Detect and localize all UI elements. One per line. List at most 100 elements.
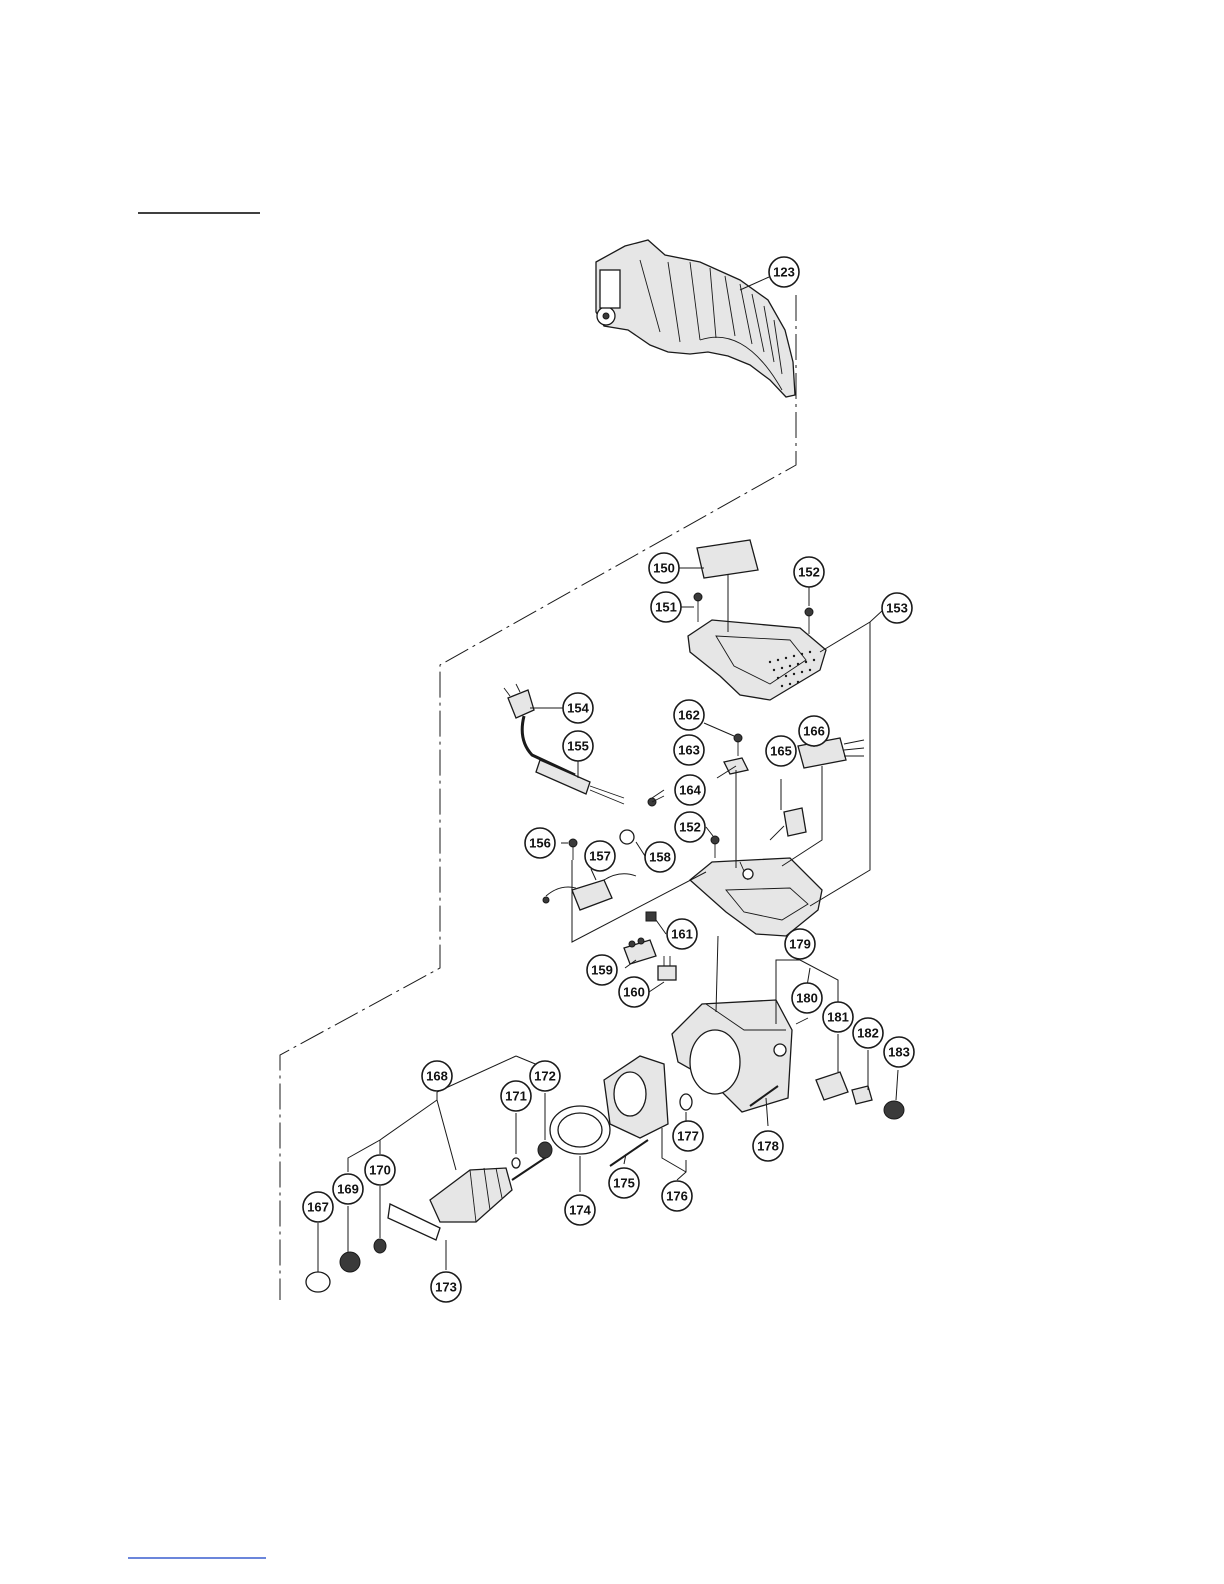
- tail-cap-group-part: [796, 1018, 904, 1119]
- callout-170-label: 170: [369, 1163, 391, 1178]
- brush-plate-173-part: [388, 1204, 440, 1240]
- callout-152-upper: 152: [794, 557, 824, 587]
- washer-170-part: [374, 1239, 386, 1253]
- callout-152-lower: 152: [675, 812, 705, 842]
- callout-170: 170: [365, 1155, 395, 1185]
- callout-179: 179: [785, 929, 815, 959]
- callout-153-label: 153: [886, 601, 908, 616]
- callout-178-label: 178: [757, 1139, 779, 1154]
- capacitor-157-part: [543, 874, 636, 910]
- callout-176: 176: [662, 1181, 692, 1211]
- callout-162-label: 162: [678, 708, 700, 723]
- callout-167: 167: [303, 1192, 333, 1222]
- callout-152-upper-label: 152: [798, 565, 820, 580]
- bearing-172-part: [538, 1142, 552, 1158]
- callout-155-label: 155: [567, 739, 589, 754]
- callout-150: 150: [649, 553, 679, 583]
- callout-174-label: 174: [569, 1203, 591, 1218]
- label-plate-part: [697, 540, 758, 578]
- callout-150-label: 150: [653, 561, 675, 576]
- switch-165-part: [770, 808, 806, 840]
- callout-154: 154: [563, 693, 593, 723]
- callout-157-label: 157: [589, 849, 611, 864]
- callout-160: 160: [619, 977, 649, 1007]
- callout-182-label: 182: [857, 1026, 879, 1041]
- callout-156-label: 156: [529, 836, 551, 851]
- handle-base-part: [690, 858, 822, 936]
- clip-161-part: [646, 912, 656, 921]
- washer-177-part: [680, 1094, 692, 1110]
- callout-171-label: 171: [505, 1089, 527, 1104]
- callout-182: 182: [853, 1018, 883, 1048]
- bearing-169-part: [340, 1252, 360, 1272]
- callout-177-label: 177: [677, 1129, 699, 1144]
- callout-155: 155: [563, 731, 593, 761]
- callout-163: 163: [674, 735, 704, 765]
- callout-162: 162: [674, 700, 704, 730]
- screw-152-upper-part: [805, 608, 813, 634]
- ring-167-part: [306, 1272, 330, 1292]
- callout-173-label: 173: [435, 1280, 457, 1295]
- callout-166: 166: [799, 716, 829, 746]
- callout-153: 153: [882, 593, 912, 623]
- callout-164-label: 164: [679, 783, 701, 798]
- screw-152-lower-part: [711, 836, 719, 858]
- callout-175: 175: [609, 1168, 639, 1198]
- callout-167-label: 167: [307, 1200, 329, 1215]
- callout-163-label: 163: [678, 743, 700, 758]
- callout-157: 157: [585, 841, 615, 871]
- callout-152-lower-label: 152: [679, 820, 701, 835]
- callout-161-label: 161: [671, 927, 693, 942]
- callout-178: 178: [753, 1131, 783, 1161]
- callout-161: 161: [667, 919, 697, 949]
- stator-176-part: [604, 1056, 668, 1138]
- armature-168-part: [430, 1156, 548, 1222]
- callout-177: 177: [673, 1121, 703, 1151]
- callout-169: 169: [333, 1174, 363, 1204]
- callout-169-label: 169: [337, 1182, 359, 1197]
- callout-158: 158: [645, 842, 675, 872]
- callout-151-label: 151: [655, 600, 677, 615]
- callout-173: 173: [431, 1272, 461, 1302]
- callout-158-label: 158: [649, 850, 671, 865]
- callout-172-label: 172: [534, 1069, 556, 1084]
- callout-159-label: 159: [591, 963, 613, 978]
- blade-guard-part: [596, 240, 795, 397]
- callout-183-label: 183: [888, 1045, 910, 1060]
- callout-159: 159: [587, 955, 617, 985]
- plug-154-part: [504, 684, 534, 718]
- callout-164: 164: [675, 775, 705, 805]
- callout-171: 171: [501, 1081, 531, 1111]
- callout-156: 156: [525, 828, 555, 858]
- callout-123-label: 123: [773, 265, 795, 280]
- baffle-174-part: [550, 1106, 610, 1154]
- screw-156-part: [569, 839, 577, 860]
- screw-175-part: [610, 1140, 648, 1166]
- connector-160-part: [658, 956, 676, 980]
- callout-181: 181: [823, 1002, 853, 1032]
- callout-181-label: 181: [827, 1010, 849, 1025]
- screw-162-part: [734, 734, 742, 756]
- callout-172: 172: [530, 1061, 560, 1091]
- washer-171-part: [512, 1158, 520, 1168]
- callout-168-label: 168: [426, 1069, 448, 1084]
- callout-179-label: 179: [789, 937, 811, 952]
- screw-151-part: [694, 593, 702, 622]
- callout-160-label: 160: [623, 985, 645, 1000]
- callout-151: 151: [651, 592, 681, 622]
- callout-180-label: 180: [796, 991, 818, 1006]
- callout-123: 123: [769, 257, 799, 287]
- callout-165: 165: [766, 736, 796, 766]
- terminal-164-part: [648, 796, 664, 806]
- callout-166-label: 166: [803, 724, 825, 739]
- callout-180: 180: [792, 983, 822, 1013]
- callout-176-label: 176: [666, 1189, 688, 1204]
- callout-154-label: 154: [567, 701, 589, 716]
- callout-165-label: 165: [770, 744, 792, 759]
- cover-153-part: [688, 620, 826, 700]
- terminal-block-159-part: [624, 938, 656, 964]
- bushing-158-part: [620, 830, 634, 844]
- callout-174: 174: [565, 1195, 595, 1225]
- callout-183: 183: [884, 1037, 914, 1067]
